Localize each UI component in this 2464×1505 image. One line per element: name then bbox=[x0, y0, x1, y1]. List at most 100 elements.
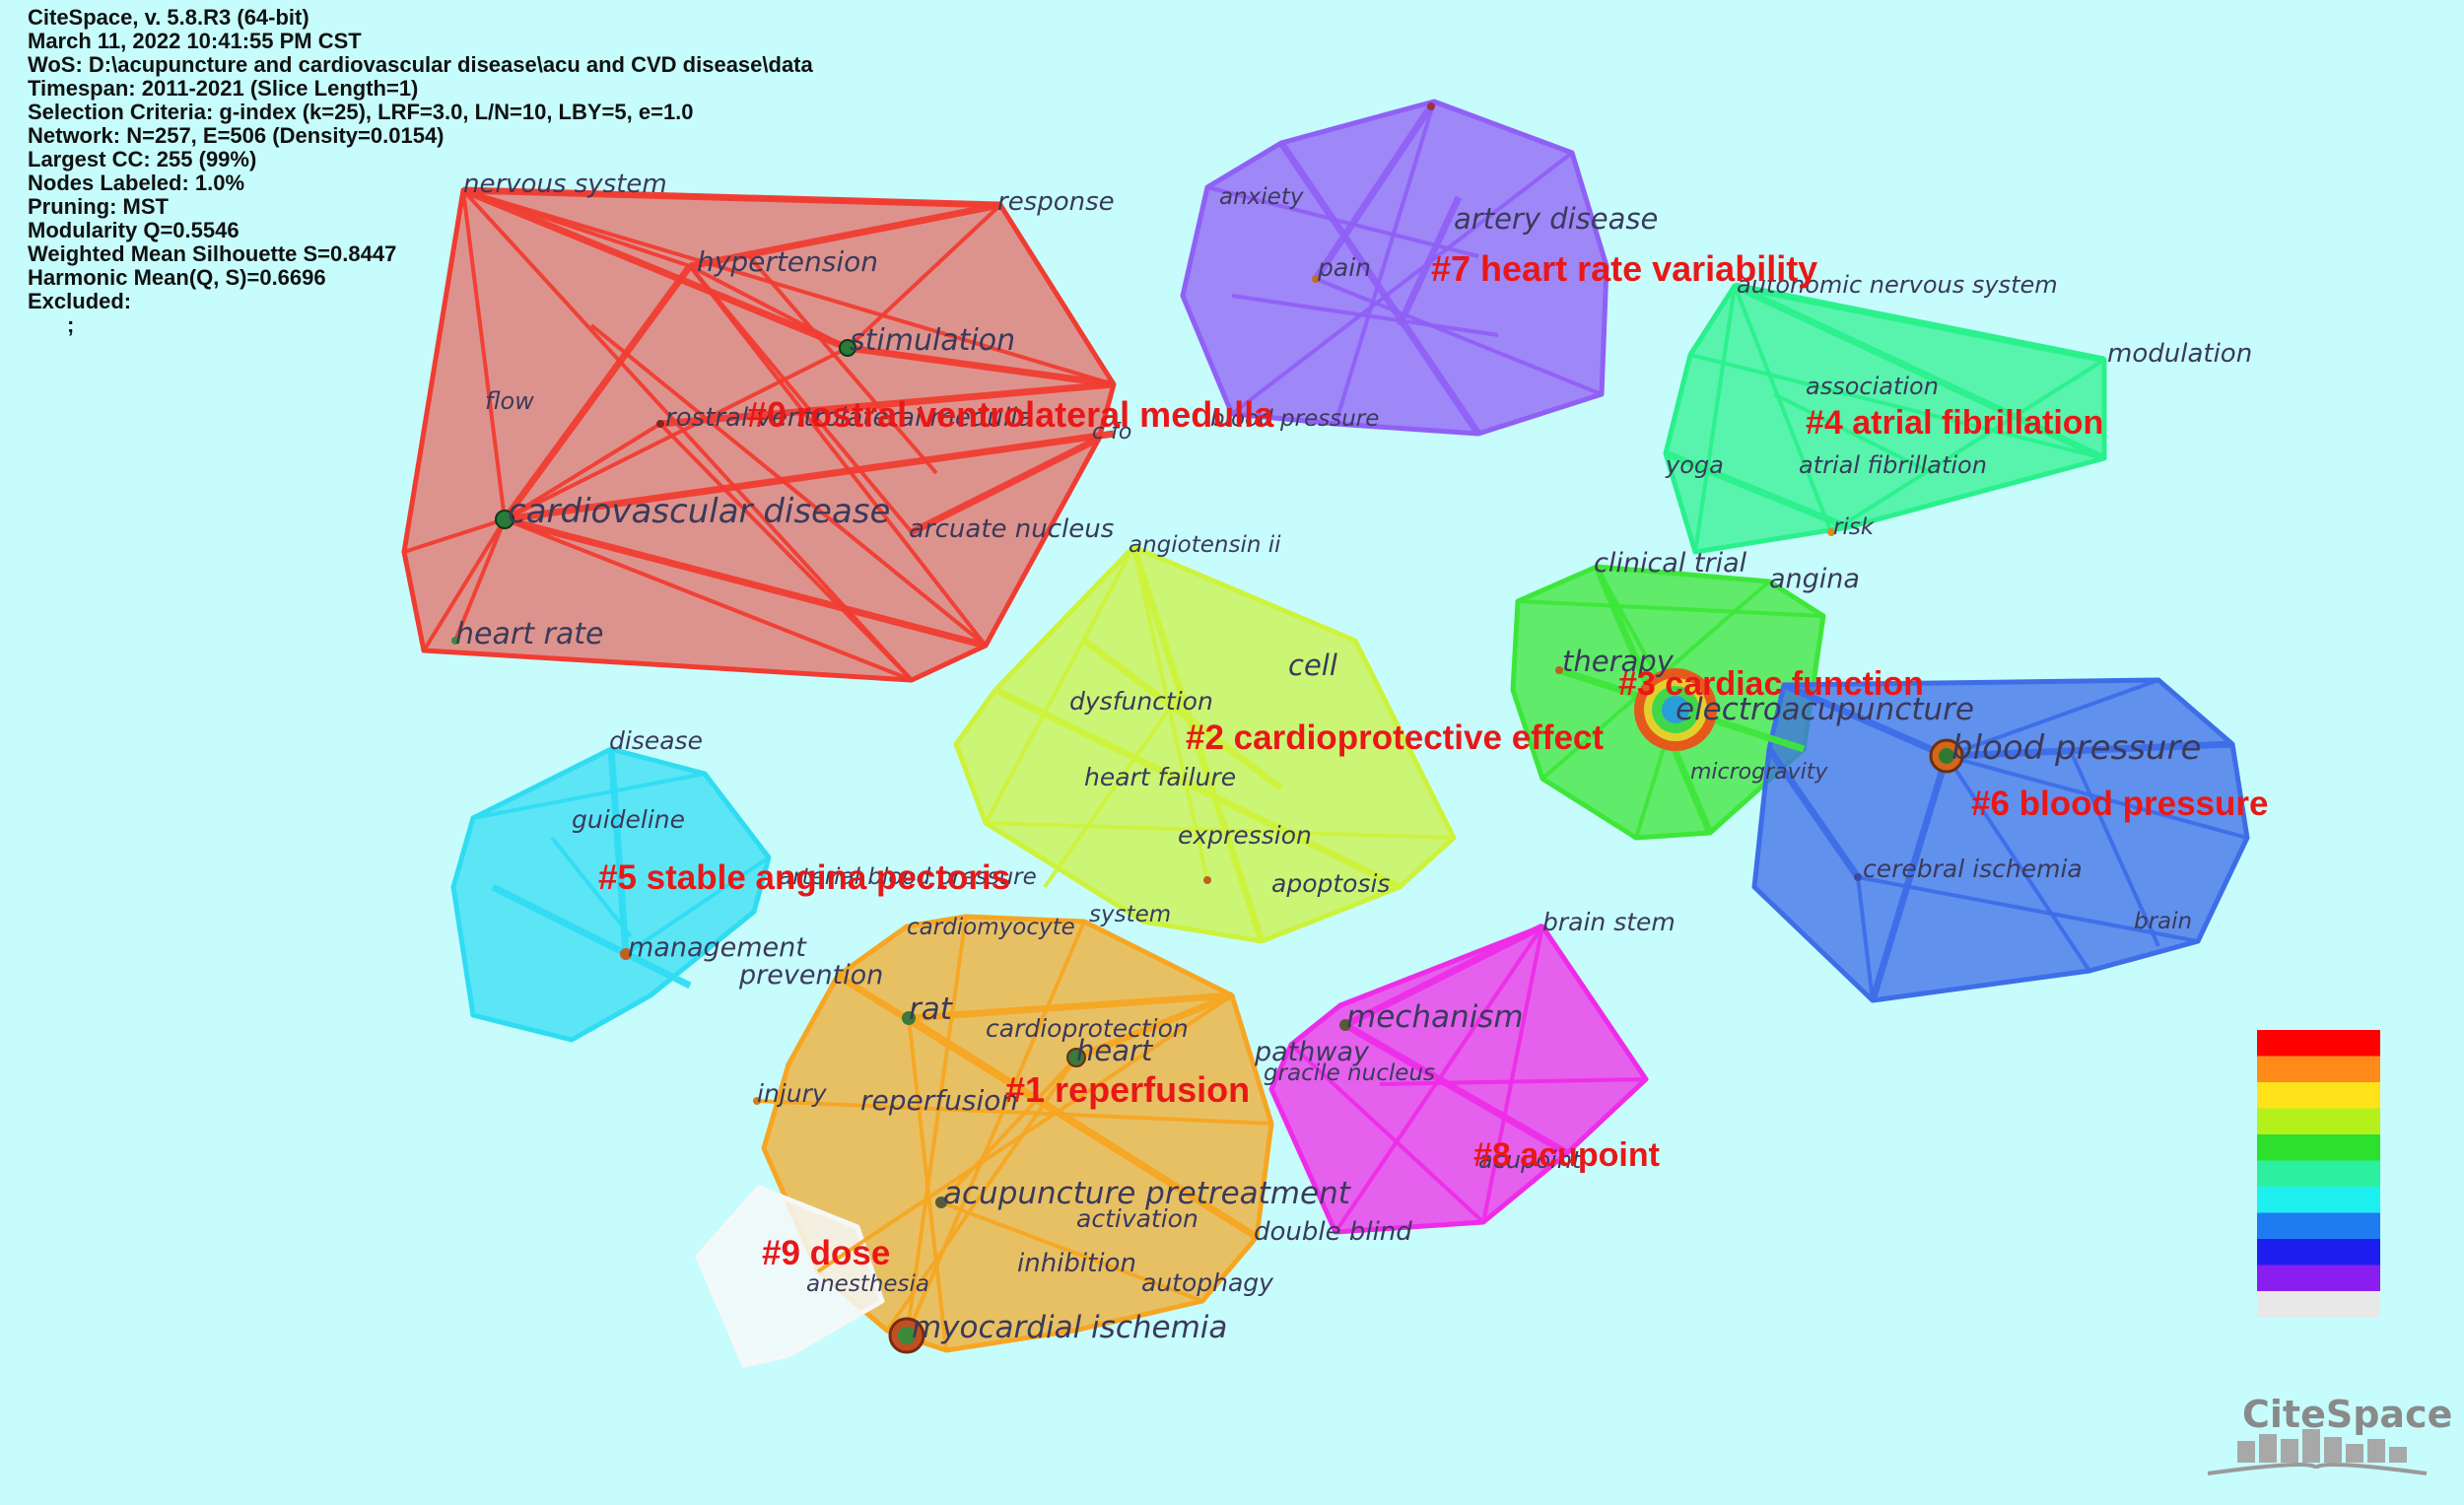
edge-c0 bbox=[910, 435, 1101, 536]
citespace-logo: CiteSpace bbox=[2207, 1393, 2452, 1475]
keyword-label[interactable]: response bbox=[997, 187, 1115, 217]
keyword-label[interactable]: acupuncture pretreatment bbox=[943, 1176, 1352, 1211]
keyword-label[interactable]: hypertension bbox=[697, 245, 878, 278]
keyword-label[interactable]: activation bbox=[1076, 1204, 1198, 1233]
keyword-label[interactable]: prevention bbox=[738, 960, 883, 991]
cluster-label-c1[interactable]: #1 reperfusion bbox=[1005, 1069, 1250, 1110]
keyword-label[interactable]: system bbox=[1089, 902, 1171, 927]
keyword-label[interactable]: guideline bbox=[572, 805, 685, 834]
keyword-label[interactable]: rostral ventrolateral medulla bbox=[665, 403, 1033, 433]
keyword-label[interactable]: autophagy bbox=[1141, 1268, 1274, 1297]
edge-c8 bbox=[1343, 923, 1544, 1029]
keyword-label[interactable]: nervous system bbox=[463, 170, 667, 199]
keyword-label[interactable]: blood pressure bbox=[1951, 728, 2201, 768]
keyword-label[interactable]: mechanism bbox=[1346, 999, 1524, 1035]
keyword-label[interactable]: reperfusion bbox=[860, 1084, 1018, 1117]
node-rat[interactable] bbox=[902, 1011, 916, 1025]
edge-c1 bbox=[905, 921, 1086, 1336]
cluster-hull-9[interactable] bbox=[695, 1185, 885, 1368]
node-acupuncture-pretreatment[interactable] bbox=[935, 1197, 947, 1208]
edge-c8 bbox=[1343, 1021, 1569, 1157]
keyword-label[interactable]: association bbox=[1806, 373, 1939, 400]
keyword-label[interactable]: clinical trial bbox=[1594, 548, 1747, 579]
keyword-label[interactable]: stimulation bbox=[850, 323, 1015, 358]
node-heart[interactable] bbox=[1066, 1048, 1086, 1067]
info-line: Pruning: MST bbox=[28, 194, 169, 219]
cluster-label-c6[interactable]: #6 blood pressure bbox=[1971, 785, 2268, 823]
keyword-label[interactable]: c fo bbox=[1092, 420, 1131, 445]
keyword-label[interactable]: pathway bbox=[1254, 1037, 1370, 1067]
edge-c6 bbox=[1857, 875, 2199, 943]
keyword-label[interactable]: arcuate nucleus bbox=[909, 514, 1114, 544]
edge-c2 bbox=[1129, 545, 1266, 943]
cluster-label-c5[interactable]: #5 stable angina pectoris bbox=[598, 858, 1010, 897]
keyword-label[interactable]: angiotensin ii bbox=[1129, 532, 1281, 558]
edge-c0 bbox=[503, 422, 662, 521]
keyword-label[interactable]: microgravity bbox=[1690, 760, 1828, 785]
keyword-label[interactable]: cardiomyocyte bbox=[907, 915, 1075, 940]
keyword-label[interactable]: management bbox=[628, 932, 807, 963]
keyword-label[interactable]: cardioprotection bbox=[986, 1014, 1189, 1043]
keyword-label[interactable]: dysfunction bbox=[1069, 687, 1213, 716]
keyword-label[interactable]: flow bbox=[485, 387, 534, 415]
node-rostral[interactable] bbox=[656, 420, 664, 428]
cluster-label-c9[interactable]: #9 dose bbox=[762, 1234, 890, 1272]
edge-c1 bbox=[905, 916, 968, 1336]
cluster-label-c7[interactable]: #7 heart rate variability bbox=[1431, 248, 1817, 289]
node-cardiovascular-disease[interactable] bbox=[495, 510, 514, 529]
logo-bookshelf-icon bbox=[2237, 1429, 2407, 1463]
node-mechanism[interactable] bbox=[1339, 1019, 1351, 1031]
edge-c7 bbox=[1313, 100, 1437, 281]
keyword-label[interactable]: expression bbox=[1178, 821, 1312, 850]
keyword-label[interactable]: blood pressure bbox=[1210, 406, 1379, 432]
keyword-label[interactable]: inhibition bbox=[1017, 1249, 1136, 1278]
cluster-hull-4[interactable] bbox=[1663, 283, 2107, 555]
keyword-label[interactable]: apoptosis bbox=[1271, 869, 1390, 898]
keyword-label[interactable]: acupoint bbox=[1478, 1146, 1583, 1174]
keyword-label[interactable]: cerebral ischemia bbox=[1863, 855, 2083, 883]
cluster-label-c0[interactable]: #0 rostral ventrolateral medulla bbox=[747, 394, 1274, 435]
keyword-label[interactable]: heart rate bbox=[455, 617, 603, 651]
keyword-label[interactable]: pain bbox=[1317, 253, 1371, 282]
keyword-label[interactable]: arterial blood pressure bbox=[779, 864, 1037, 890]
keyword-label[interactable]: autonomic nervous system bbox=[1737, 271, 2058, 299]
cluster-label-c2[interactable]: #2 cardioprotective effect bbox=[1186, 718, 1604, 757]
keyword-label[interactable]: brain bbox=[2134, 909, 2192, 934]
node-pain[interactable] bbox=[1312, 275, 1320, 283]
keyword-label[interactable]: cardiovascular disease bbox=[508, 492, 890, 531]
edge-c8 bbox=[1379, 1077, 1647, 1086]
edge-c6 bbox=[1946, 740, 2233, 760]
keyword-label[interactable]: therapy bbox=[1562, 645, 1675, 678]
keyword-label[interactable]: artery disease bbox=[1454, 202, 1658, 236]
keyword-label[interactable]: risk bbox=[1833, 514, 1876, 540]
cluster-label-c3[interactable]: #3 cardiac function bbox=[1618, 665, 1924, 703]
keyword-label[interactable]: myocardial ischemia bbox=[912, 1310, 1227, 1345]
keyword-label[interactable]: heart failure bbox=[1084, 763, 1236, 791]
node-management[interactable] bbox=[620, 948, 632, 960]
keyword-label[interactable]: anesthesia bbox=[806, 1271, 929, 1297]
node-stimulation[interactable] bbox=[839, 339, 856, 357]
keyword-label[interactable]: cell bbox=[1288, 649, 1337, 682]
legend-swatch bbox=[2257, 1056, 2380, 1083]
cluster-label-c4[interactable]: #4 atrial fibrillation bbox=[1806, 404, 2103, 442]
keyword-label[interactable]: rat bbox=[909, 992, 954, 1027]
keyword-label[interactable]: heart bbox=[1076, 1034, 1154, 1067]
keyword-label[interactable]: brain stem bbox=[1542, 908, 1676, 936]
keyword-label[interactable]: disease bbox=[609, 726, 703, 755]
node-therapy[interactable] bbox=[1555, 666, 1563, 674]
cluster-hull-5[interactable] bbox=[450, 746, 772, 1043]
keyword-label[interactable]: electroacupuncture bbox=[1676, 692, 1974, 727]
node-heart-rate[interactable] bbox=[451, 637, 459, 645]
node-risk[interactable] bbox=[1827, 528, 1835, 536]
keyword-label[interactable]: double blind bbox=[1254, 1217, 1412, 1247]
cluster-label-c8[interactable]: #8 acupoint bbox=[1473, 1136, 1660, 1174]
keyword-label[interactable]: atrial fibrillation bbox=[1799, 451, 1987, 479]
info-line: Largest CC: 255 (99%) bbox=[28, 147, 257, 171]
keyword-label[interactable]: anxiety bbox=[1219, 184, 1304, 210]
keyword-label[interactable]: yoga bbox=[1665, 451, 1724, 479]
keyword-label[interactable]: injury bbox=[757, 1079, 828, 1108]
keyword-label[interactable]: modulation bbox=[2107, 339, 2252, 369]
keyword-label[interactable]: angina bbox=[1769, 564, 1860, 594]
edge-c2 bbox=[1131, 546, 1209, 881]
keyword-label[interactable]: gracile nucleus bbox=[1264, 1060, 1435, 1086]
